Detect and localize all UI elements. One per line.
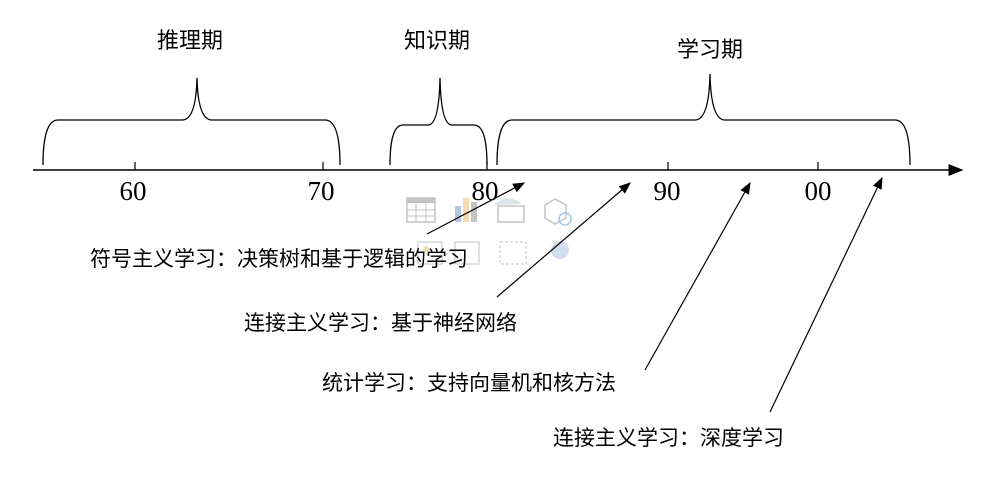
- annotation-connectionism: 连接主义学习：基于神经网络: [244, 311, 517, 335]
- chart-icon: [455, 198, 477, 222]
- annotation-symbolism: 符号主义学习：决策树和基于逻辑的学习: [90, 247, 468, 271]
- table-icon: [406, 197, 436, 223]
- period-label-knowledge: 知识期: [404, 29, 470, 54]
- arrow-symbolism: [426, 182, 526, 235]
- online-picture-icon: [454, 241, 480, 265]
- period-label-learning: 学习期: [677, 38, 743, 63]
- brace-learning: [496, 73, 911, 166]
- tick-label: 70: [308, 176, 335, 206]
- arrow-deep-learning: [769, 176, 883, 413]
- annotation-statistical: 统计学习：支持向量机和核方法: [322, 371, 616, 395]
- axis-ticks: [134, 162, 819, 170]
- tick-label: 80: [472, 176, 499, 206]
- 3d-model-icon: [544, 198, 572, 226]
- icons-icon: [551, 241, 569, 259]
- tick-label: 60: [120, 176, 147, 206]
- picture-icon: [417, 241, 443, 265]
- brace-reasoning: [42, 77, 341, 166]
- brace-knowledge: [389, 77, 488, 166]
- period-label-reasoning: 推理期: [157, 29, 223, 54]
- tick-label: 90: [654, 176, 681, 206]
- annotation-deep-learning: 连接主义学习：深度学习: [553, 426, 784, 450]
- arrow-statistical: [644, 181, 751, 371]
- content-placeholder-icons: [406, 197, 572, 265]
- arrow-connectionism: [496, 182, 631, 298]
- smartart-icon: [494, 198, 525, 223]
- video-icon: [499, 241, 527, 265]
- tick-label: 00: [805, 176, 832, 206]
